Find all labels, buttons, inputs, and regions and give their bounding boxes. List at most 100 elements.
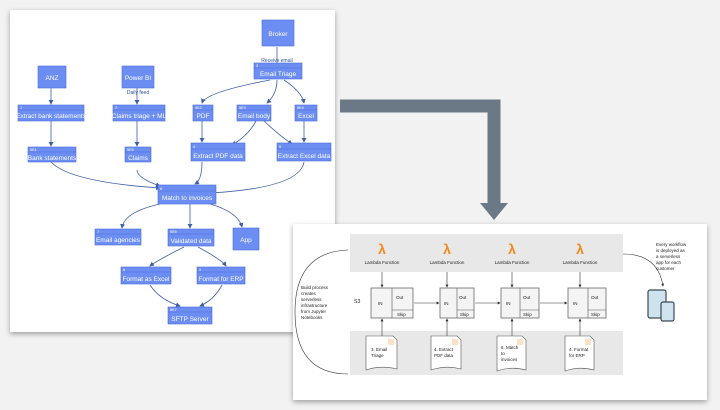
edge (231, 120, 257, 146)
svg-text:4. Format: 4. Format (569, 347, 589, 352)
node-id: 5 (279, 145, 281, 149)
node-label: Claims (128, 155, 149, 162)
svg-text:Skip: Skip (523, 312, 532, 317)
node-sftp-server[interactable]: 5E7 SFTP Server (167, 306, 213, 325)
node-label: Extract Excel data (278, 153, 331, 160)
svg-text:Skip: Skip (591, 312, 600, 317)
svg-text:3. Email: 3. Email (371, 347, 387, 352)
node-extract-bank-statements[interactable]: 1 Extract bank statements (16, 104, 87, 122)
document-icon: 6. Match to invoices (496, 335, 527, 372)
svg-text:6. Match: 6. Match (501, 345, 519, 350)
node-label: Format for ERP (198, 276, 243, 283)
node-email-body[interactable]: 5E3 Email body (236, 104, 272, 122)
svg-text:serverless: serverless (301, 297, 322, 302)
node-id: 7 (97, 230, 99, 234)
lambda-icon: λ (443, 241, 451, 257)
node-claims-triage[interactable]: 2 Claims triage + ML (112, 104, 167, 122)
edge (266, 79, 278, 104)
serverless-diagram: Build process creates serverless infrast… (294, 234, 687, 375)
edge (201, 79, 271, 104)
node-format-for-erp[interactable]: 9 Format for ERP (196, 266, 246, 285)
node-label: Email agencies (96, 237, 141, 244)
node-id: 8 (123, 268, 125, 272)
edge (283, 79, 306, 104)
svg-text:PDF data: PDF data (434, 353, 454, 358)
lambda-box[interactable]: IN Out Skip (439, 287, 475, 319)
node-id: 9 (199, 268, 201, 272)
svg-text:Skip: Skip (397, 312, 406, 317)
lambda-label: Lambda Function (365, 260, 400, 265)
node-broker[interactable]: Broker (261, 19, 295, 47)
node-extract-pdf-data[interactable]: 4 Extract PDF data (190, 142, 246, 162)
edge (199, 284, 223, 307)
svg-text:Out: Out (459, 295, 467, 300)
node-validated-data[interactable]: 5E6 Validated data (167, 228, 215, 247)
edge (50, 161, 161, 191)
lambda-box[interactable]: IN Out Skip (370, 287, 414, 319)
node-match-to-invoices[interactable]: 6 Match to invoices (157, 184, 217, 205)
node-id: 5E3 (239, 106, 246, 110)
edge-label-receive-email: Receive email (261, 58, 292, 64)
node-label: Extract PDF data (193, 153, 243, 160)
svg-text:IN: IN (378, 301, 383, 306)
svg-text:4. Extract: 4. Extract (434, 347, 454, 352)
lambda-band (350, 234, 623, 272)
svg-text:Out: Out (396, 295, 404, 300)
edge (197, 246, 227, 267)
svg-text:app for each: app for each (656, 260, 682, 265)
svg-text:from Jupyter: from Jupyter (301, 309, 327, 314)
node-app[interactable]: App (232, 227, 260, 251)
svg-text:Notebooks: Notebooks (301, 315, 323, 320)
deploy-arrow (622, 253, 665, 287)
workflow-diagram: Receive email Daily feed Broker ANZ Powe… (16, 19, 332, 325)
svg-text:Every workflow: Every workflow (656, 242, 687, 247)
node-label: Bank statements (28, 155, 77, 162)
document-icon: 4. Format for ERP (564, 335, 595, 372)
edge (209, 161, 305, 196)
workflow-edges (48, 47, 307, 308)
node-claims[interactable]: 5E5 Claims (124, 146, 152, 163)
node-email-agencies[interactable]: 7 Email agencies (94, 228, 142, 246)
node-label: Email body (238, 113, 271, 120)
node-anz[interactable]: ANZ (37, 65, 67, 89)
edge (263, 120, 293, 145)
lambda-box[interactable]: IN Out Skip (500, 287, 540, 319)
node-email-triage[interactable]: 3 Email Triage (253, 62, 303, 80)
workflow-step-1: λ Lambda Function IN Out Skip 3. Email T… (365, 241, 414, 371)
node-label: Power BI (125, 75, 152, 82)
lambda-box[interactable]: IN Out Skip (567, 287, 607, 319)
edge (149, 284, 181, 308)
node-label: ANZ (46, 75, 59, 82)
document-icon: 4. Extract PDF data (430, 335, 462, 371)
node-bank-statements[interactable]: 5E1 Bank statements (27, 146, 77, 163)
edge (194, 161, 203, 185)
node-id: 3 (256, 64, 258, 68)
workflow-step-2: λ Lambda Function IN Out Skip 4. Extract… (430, 241, 475, 371)
build-note: Build process creates serverless infrast… (301, 285, 329, 320)
svg-text:Triage: Triage (371, 353, 384, 358)
svg-text:customer: customer (656, 266, 675, 271)
node-excel[interactable]: 5E4 Excel (294, 104, 318, 122)
node-id: 1 (20, 106, 22, 110)
lambda-label: Lambda Function (563, 260, 598, 265)
node-power-bi[interactable]: Power BI (121, 65, 155, 89)
svg-text:creates: creates (301, 291, 317, 296)
svg-text:IN: IN (444, 301, 449, 306)
node-id: 5E5 (127, 148, 134, 152)
document-icon: 3. Email Triage (365, 335, 398, 371)
svg-text:invoices: invoices (501, 357, 518, 362)
workflow-step-3: λ Lambda Function IN Out Skip 6. Match t… (495, 241, 540, 372)
node-pdf[interactable]: 5E2 PDF (192, 104, 214, 122)
lambda-label: Lambda Function (495, 260, 530, 265)
node-label: SFTP Server (171, 316, 209, 323)
node-label: Broker (268, 31, 288, 38)
workflow-diagram-card: Receive email Daily feed Broker ANZ Powe… (10, 10, 335, 332)
serverless-architecture-card: Build process creates serverless infrast… (293, 224, 707, 400)
node-label: Email Triage (260, 71, 297, 78)
node-format-as-excel[interactable]: 8 Format as Excel (120, 266, 172, 285)
svg-text:Out: Out (523, 295, 531, 300)
svg-text:infrastructure: infrastructure (301, 303, 328, 308)
node-extract-excel-data[interactable]: 5 Extract Excel data (276, 142, 332, 162)
edge (120, 203, 161, 229)
node-label: Format as Excel (123, 276, 171, 283)
